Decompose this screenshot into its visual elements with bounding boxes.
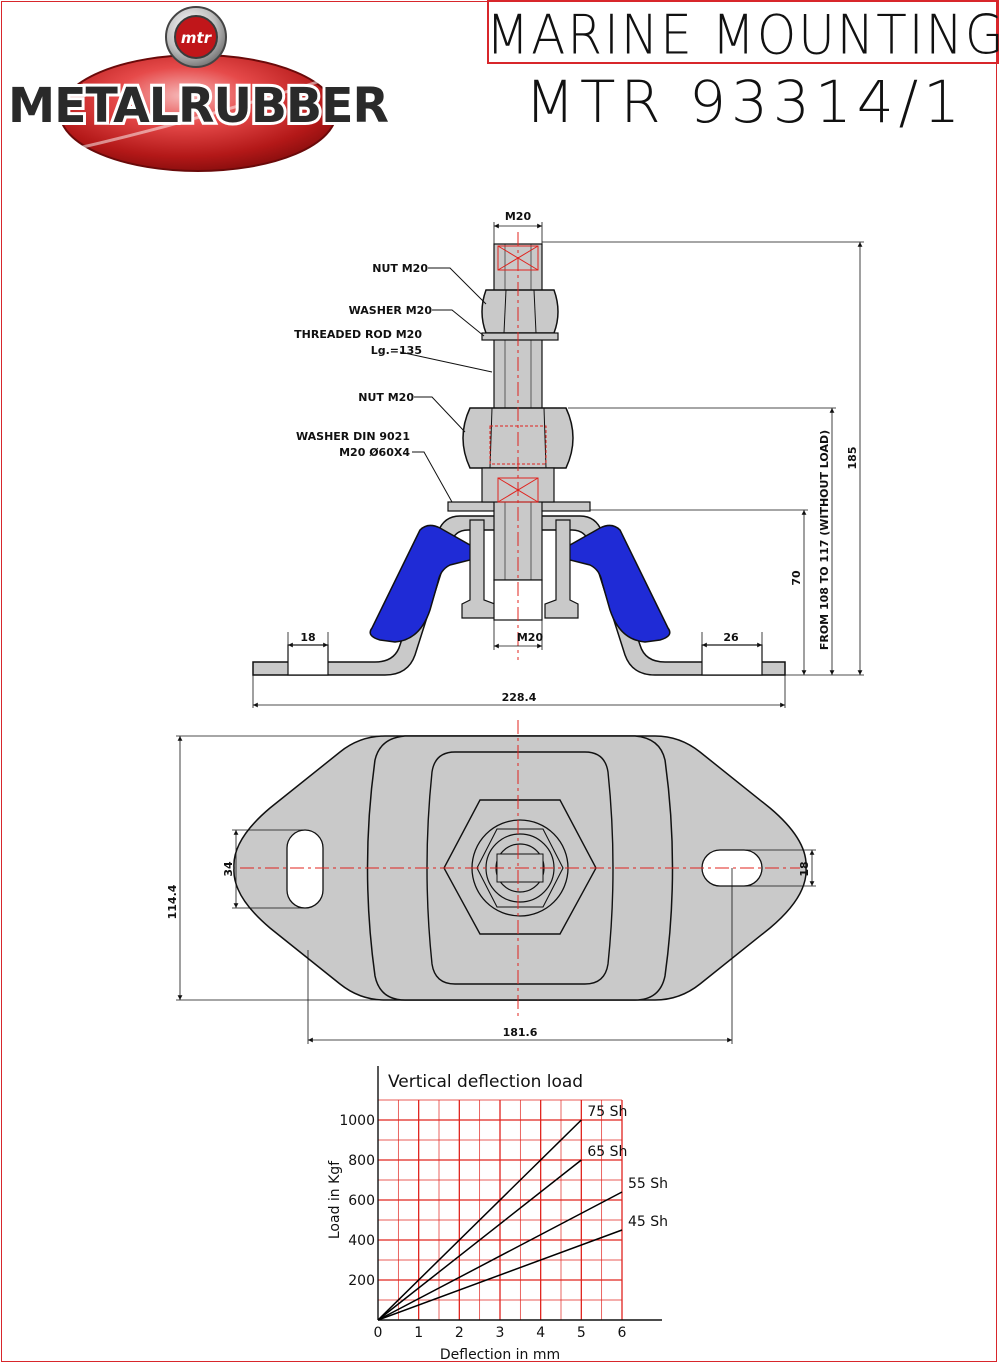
chart-grid	[378, 1099, 623, 1320]
dim-plan-slot-right-label: 18	[798, 861, 811, 876]
metalrubber-logo: mtr METALRUBBER	[5, 6, 392, 172]
dim-body-height-label: 70	[790, 570, 803, 586]
x-tick-label: 4	[536, 1325, 545, 1341]
series-label: 75 Sh	[587, 1104, 627, 1120]
dim-thread-top	[493, 222, 543, 244]
elevation-view: NUT M20 WASHER M20 THREADED ROD M20 Lg.=…	[252, 210, 864, 708]
y-tick-label: 600	[348, 1193, 375, 1209]
dim-thread-bottom-label: M20	[517, 631, 544, 644]
series-line	[377, 1159, 582, 1321]
chart-title: Vertical deflection load	[388, 1072, 583, 1092]
y-tick-label: 200	[348, 1273, 375, 1289]
callout-washer-din-size: M20 Ø60X4	[339, 446, 410, 459]
y-tick-label: 400	[348, 1233, 375, 1249]
chart-axes	[377, 1066, 662, 1321]
series-line	[377, 1191, 623, 1321]
callout-washer-top: WASHER M20	[349, 304, 433, 317]
chart-x-axis-label: Deflection in mm	[440, 1347, 560, 1363]
rubber-element-left	[369, 524, 475, 643]
base-slot-right	[701, 644, 763, 676]
x-tick-label: 5	[577, 1325, 586, 1341]
series-label: 65 Sh	[587, 1144, 627, 1160]
x-tick-label: 6	[618, 1325, 627, 1341]
plan-view: 114.4 34 18 181.6	[166, 720, 816, 1044]
dim-plan-width-label: 114.4	[166, 884, 179, 919]
dim-plan-slot-left-label: 34	[222, 861, 235, 877]
dim-slot-right-label: 26	[723, 631, 739, 644]
x-tick-label: 1	[414, 1325, 423, 1341]
series-line	[377, 1119, 582, 1321]
dim-height-range-label: FROM 108 TO 117 (WITHOUT LOAD)	[818, 430, 831, 650]
inner-core-right	[544, 519, 579, 619]
dim-heights	[542, 241, 864, 676]
dim-slots	[287, 632, 763, 648]
washer-top	[481, 332, 559, 341]
y-tick-label: 1000	[339, 1113, 375, 1129]
callout-nut-top: NUT M20	[372, 262, 428, 275]
chart-ticks: 0 1 2 3 4 5 6 200 400 600 800 1000	[339, 1113, 626, 1341]
series-label: 45 Sh	[628, 1214, 668, 1230]
dim-plan-body-label: 181.6	[503, 1026, 538, 1039]
document-title: MARINE MOUNTINGS	[486, 4, 1000, 67]
dim-base-length-label: 228.4	[502, 691, 537, 704]
dim-slot-left-label: 18	[300, 631, 315, 644]
series-label: 55 Sh	[628, 1176, 668, 1192]
dim-base-length	[252, 675, 786, 708]
callout-rod-length: Lg.=135	[371, 344, 422, 357]
callout-leaders	[399, 267, 493, 503]
product-code: MTR 93314/1	[524, 68, 966, 136]
callout-washer-din: WASHER DIN 9021	[296, 430, 410, 443]
series-line	[377, 1229, 623, 1321]
callout-rod: THREADED ROD M20	[294, 328, 422, 341]
x-tick-label: 2	[455, 1325, 464, 1341]
x-tick-label: 3	[496, 1325, 505, 1341]
rubber-element-right	[565, 524, 671, 643]
base-slot-left	[287, 644, 329, 676]
logo-badge-inner	[174, 15, 218, 59]
dim-thread-top-label: M20	[505, 210, 532, 223]
title-box	[487, 0, 999, 64]
logo-badge-text: mtr	[181, 29, 213, 47]
dim-thread-bottom	[493, 620, 543, 650]
logo-swoosh	[69, 76, 331, 152]
logo-brand-text: METALRUBBER	[8, 78, 388, 134]
y-tick-label: 800	[348, 1153, 375, 1169]
plan-centerlines	[240, 720, 800, 1016]
chart-y-axis-label: Load in Kgf	[327, 1160, 343, 1239]
technical-drawing: NUT M20 WASHER M20 THREADED ROD M20 Lg.=…	[166, 210, 864, 1044]
dim-total-height-label: 185	[846, 447, 859, 470]
callout-nut-lower: NUT M20	[358, 391, 414, 404]
plan-dimensions	[176, 735, 816, 1044]
x-tick-label: 0	[374, 1325, 383, 1341]
